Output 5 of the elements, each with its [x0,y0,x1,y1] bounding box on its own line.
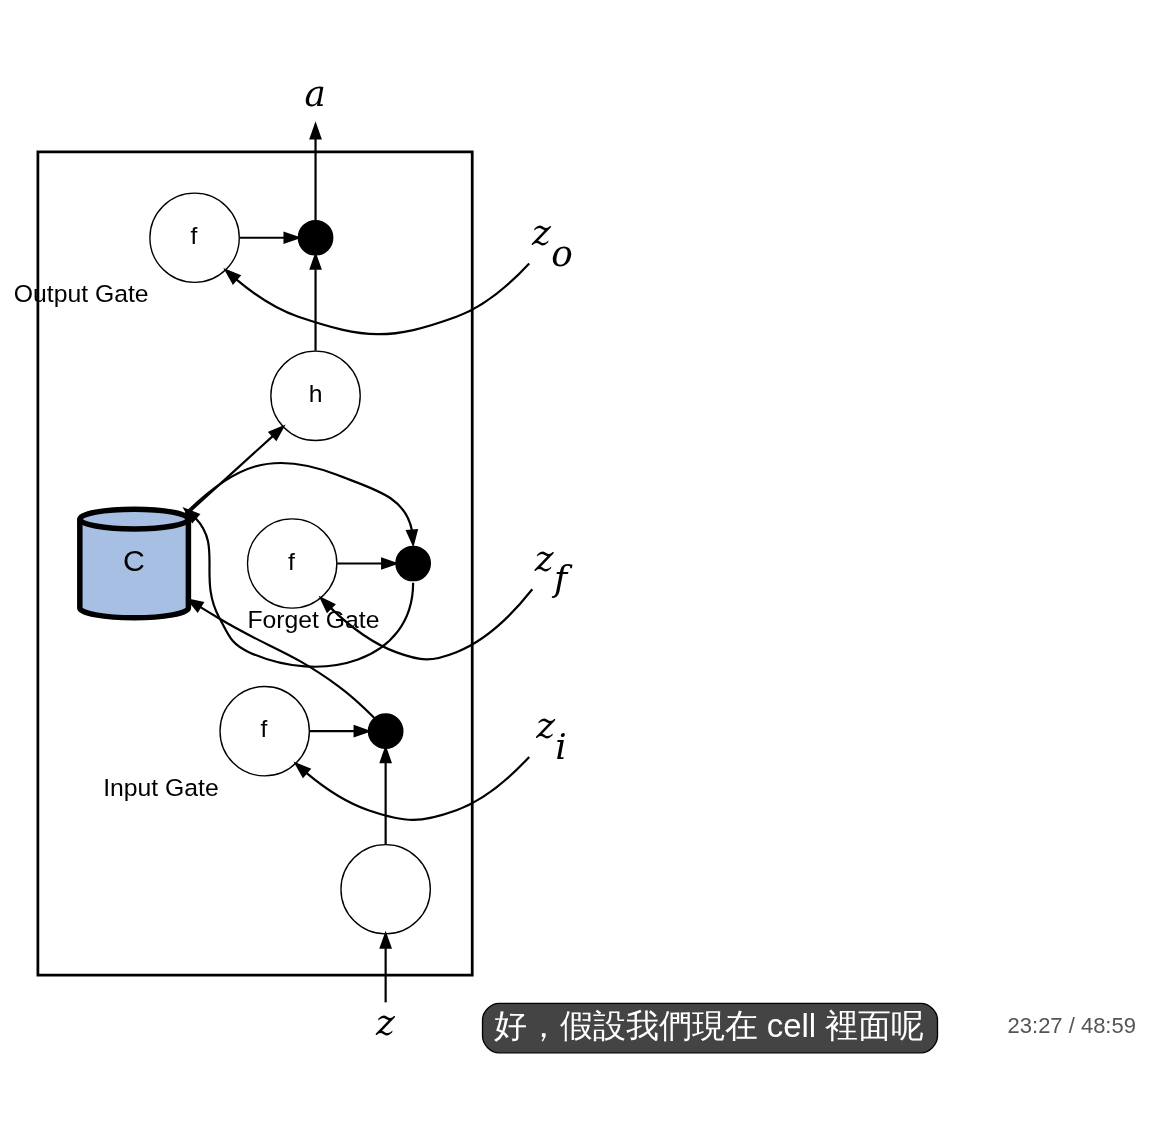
node-text: a [304,73,326,115]
node-text: z [376,1002,395,1044]
node-label: Input Gate [103,773,219,801]
label: 23:27 / 48:59 [1007,1013,1136,1039]
label: 好，假設我們現在 cell 裡面呢 [493,1006,925,1044]
